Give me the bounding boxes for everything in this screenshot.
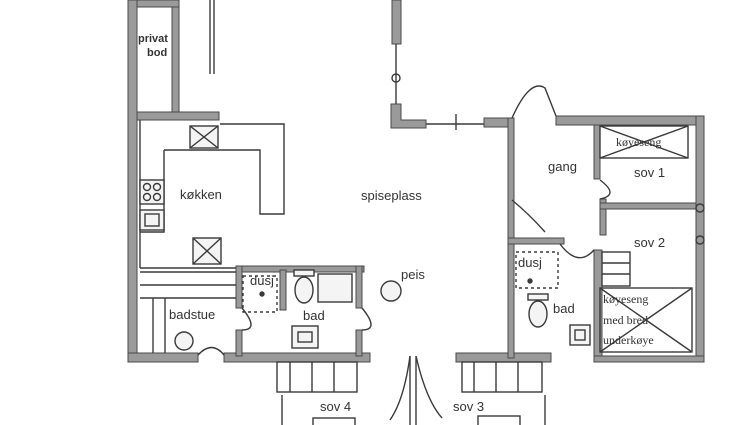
room-label-badstue: badstue bbox=[169, 307, 216, 322]
room-label-dusj-right: dusj bbox=[518, 255, 542, 270]
toilet-icon bbox=[294, 276, 314, 304]
fireplace-icon bbox=[380, 280, 402, 302]
shower-icon bbox=[242, 275, 278, 313]
room-label-sov1: sov 1 bbox=[634, 165, 666, 180]
room-label-peis: peis bbox=[401, 267, 425, 282]
toilet-icon bbox=[528, 300, 548, 328]
furniture-label-underkoye: underkøye bbox=[603, 333, 654, 347]
room-label-sov3: sov 3 bbox=[453, 399, 485, 414]
furniture-label-koyeseng-top: køyeseng bbox=[616, 135, 662, 149]
stove-icon bbox=[139, 179, 165, 205]
furniture-label-med-bred: med bred bbox=[603, 313, 648, 327]
interior-lines bbox=[139, 0, 705, 425]
shower-icon bbox=[515, 251, 559, 289]
room-label-bad-right: bad bbox=[553, 301, 575, 316]
room-label-sov2: sov 2 bbox=[634, 235, 666, 250]
furniture-label-koyeseng-bottom: køyeseng bbox=[603, 292, 649, 306]
room-label-privat-bod: privat bbox=[138, 33, 168, 45]
washer-icon bbox=[317, 273, 353, 303]
heater-icon bbox=[174, 331, 194, 351]
room-label-dusj-left: dusj bbox=[250, 273, 274, 288]
room-label-bad-left: bad bbox=[303, 308, 325, 323]
room-label-kokken: køkken bbox=[180, 187, 222, 202]
room-label-sov4: sov 4 bbox=[320, 399, 352, 414]
room-label-gang: gang bbox=[548, 159, 577, 174]
room-label-spiseplass: spiseplass bbox=[361, 188, 422, 203]
fixtures bbox=[139, 125, 591, 351]
walls bbox=[127, 0, 705, 363]
room-label-privat-bod-line2: bod bbox=[147, 47, 168, 59]
